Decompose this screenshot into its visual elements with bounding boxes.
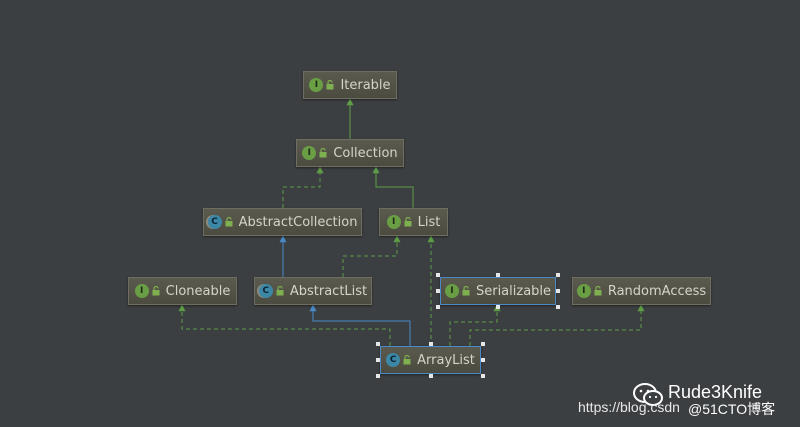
node-label: List: [417, 214, 441, 230]
node-abstractlist[interactable]: C AbstractList: [254, 277, 372, 305]
edge-arraylist-to-cloneable: [178, 304, 391, 346]
node-arraylist[interactable]: C ArrayList: [380, 346, 481, 374]
node-iterable[interactable]: I Iterable: [303, 71, 397, 99]
selection-handle[interactable]: [428, 374, 433, 378]
interface-icon: I: [302, 146, 317, 160]
selection-handle[interactable]: [376, 342, 380, 346]
selection-handle[interactable]: [436, 273, 440, 277]
wechat-icon: [633, 383, 663, 406]
node-label: Serializable: [475, 283, 552, 299]
node-serializable[interactable]: I Serializable: [440, 277, 556, 305]
public-access-icon: [276, 286, 284, 296]
node-collection[interactable]: I Collection: [296, 139, 404, 167]
node-abstractcollection[interactable]: C AbstractCollection: [203, 208, 362, 236]
public-access-icon: [152, 286, 160, 296]
abstract-class-icon: C: [207, 215, 222, 229]
edge-abstractlist-to-list: [342, 235, 401, 277]
public-access-icon: [594, 286, 602, 296]
watermark-name: Rude3Knife: [668, 382, 763, 402]
selection-handle[interactable]: [556, 289, 560, 293]
selection-handle[interactable]: [436, 305, 440, 309]
public-access-icon: [462, 286, 470, 296]
edge-abstractcollection-to-collection: [282, 166, 324, 208]
class-icon: C: [386, 353, 401, 367]
selection-handle[interactable]: [481, 342, 485, 346]
interface-icon: I: [386, 215, 401, 229]
node-label: AbstractList: [289, 283, 368, 299]
selection-handle[interactable]: [496, 305, 500, 309]
edge-arraylist-to-serializable: [449, 304, 501, 346]
watermark-tag: @51CTO博客: [688, 401, 776, 417]
selection-handle[interactable]: [481, 358, 485, 362]
selection-handle[interactable]: [436, 289, 440, 293]
edge-list-to-collection: [372, 166, 414, 208]
watermark-url: https://blog.csdn: [578, 399, 680, 415]
public-access-icon: [403, 355, 411, 365]
node-label: Iterable: [340, 77, 391, 93]
node-cloneable[interactable]: I Cloneable: [128, 277, 237, 305]
node-label: RandomAccess: [607, 283, 707, 299]
public-access-icon: [404, 217, 412, 227]
interface-icon: I: [134, 284, 149, 298]
node-label: Cloneable: [165, 283, 231, 299]
node-list[interactable]: I List: [379, 208, 448, 236]
selection-handle[interactable]: [496, 273, 500, 277]
public-access-icon: [326, 80, 334, 90]
edge-arraylist-to-abstractlist: [309, 304, 411, 346]
interface-icon: I: [444, 284, 459, 298]
abstract-class-icon: C: [258, 284, 273, 298]
interface-icon: I: [576, 284, 591, 298]
node-label: AbstractCollection: [238, 214, 358, 230]
selection-handle[interactable]: [556, 305, 560, 309]
selection-handle[interactable]: [376, 374, 380, 378]
selection-handle[interactable]: [428, 342, 433, 346]
node-label: ArrayList: [417, 352, 475, 368]
node-randomaccess[interactable]: I RandomAccess: [572, 277, 711, 305]
selection-handle[interactable]: [481, 374, 485, 378]
node-label: Collection: [333, 145, 398, 161]
selection-handle[interactable]: [556, 273, 560, 277]
interface-icon: I: [309, 78, 324, 92]
edge-arraylist-to-randomaccess: [469, 304, 645, 346]
selection-handle[interactable]: [376, 358, 380, 362]
public-access-icon: [319, 148, 327, 158]
public-access-icon: [225, 217, 233, 227]
